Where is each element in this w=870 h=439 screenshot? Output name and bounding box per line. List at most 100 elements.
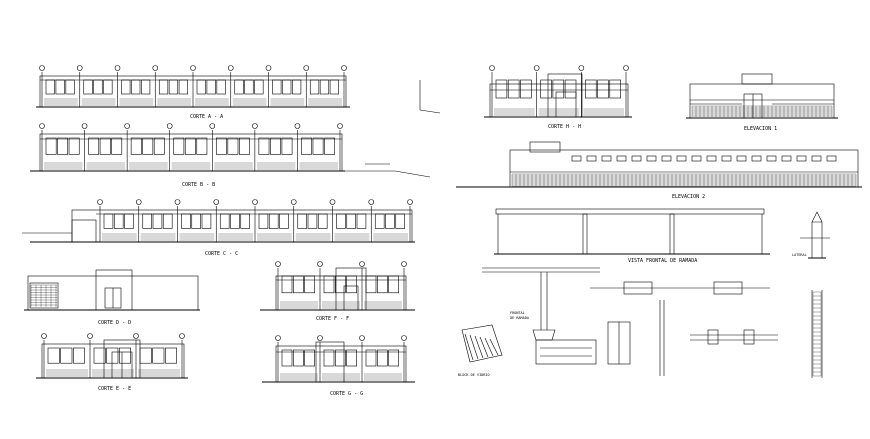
drawing-line: [93, 79, 103, 95]
drawing-line: [258, 213, 269, 229]
drawing-line: [585, 79, 597, 99]
drawing-line: [265, 65, 272, 71]
drawing-line: [81, 123, 88, 129]
drawing-line: [294, 123, 301, 129]
drawing-line: [216, 79, 226, 95]
drawing-line: [811, 155, 822, 162]
drawing-line: [479, 336, 489, 358]
drawing-line: [239, 137, 250, 155]
drawing-line: [68, 137, 80, 155]
section-c-c: [30, 199, 415, 243]
drawing-line: [196, 79, 206, 95]
drawing-line: [130, 137, 142, 155]
drawing-line: [227, 65, 234, 71]
drawing-line: [359, 261, 365, 267]
label-vista-frontal: VISTA FRONTAL DE RAMADA: [628, 258, 697, 264]
drawing-line: [309, 79, 320, 95]
drawing-line: [152, 347, 165, 364]
section-e-e: [36, 333, 188, 379]
elevation-1: [686, 73, 838, 119]
drawing-line: [152, 65, 159, 71]
drawing-line: [601, 155, 612, 162]
drawing-line: [676, 155, 687, 162]
glass-block-detail: [461, 324, 503, 363]
drawing-line: [335, 275, 346, 294]
drawing-line: [631, 155, 642, 162]
drawing-line: [407, 199, 413, 205]
drawing-line: [139, 347, 152, 364]
drawing-line: [293, 349, 304, 367]
drawing-line: [227, 137, 239, 155]
drawing-line: [365, 349, 377, 367]
drawing-line: [135, 199, 142, 205]
drawing-line: [174, 199, 181, 205]
drawing-line: [166, 123, 173, 129]
drawing-line: [329, 79, 339, 95]
drawing-line: [153, 137, 165, 155]
drawing-line: [597, 79, 609, 99]
drawing-line: [83, 79, 93, 95]
drawing-line: [215, 137, 227, 155]
drawing-line: [158, 79, 169, 95]
drawing-line: [234, 79, 244, 95]
drawing-line: [270, 137, 281, 155]
drawing-line: [87, 333, 93, 339]
drawing-line: [377, 349, 388, 367]
drawing-line: [121, 79, 131, 95]
label-elevacion-1: ELEVACION 1: [744, 126, 777, 132]
drawing-line: [55, 79, 65, 95]
drawing-line: [142, 137, 154, 155]
drawing-line: [106, 347, 119, 364]
drawing-line: [39, 123, 45, 129]
section-f-f: [260, 261, 415, 311]
drawing-line: [97, 199, 103, 205]
drawing-line: [307, 213, 318, 229]
drawing-line: [209, 123, 216, 129]
lateral-view: [800, 211, 830, 259]
drawing-line: [293, 275, 304, 294]
drawing-line: [751, 155, 762, 162]
drawing-line: [119, 347, 131, 364]
drawing-line: [317, 213, 328, 229]
drawing-line: [495, 79, 508, 99]
drawing-line: [258, 137, 270, 155]
drawing-line: [489, 338, 499, 356]
drawing-line: [178, 79, 188, 95]
drawing-line: [39, 65, 45, 71]
drawing-line: [356, 213, 367, 229]
drawing-line: [346, 213, 356, 229]
drawing-line: [47, 347, 60, 364]
drawing-line: [474, 335, 484, 359]
drawing-line: [706, 155, 717, 162]
drawing-line: [240, 213, 250, 229]
drawing-line: [564, 79, 577, 99]
drawing-line: [141, 79, 151, 95]
drawing-line: [520, 79, 532, 99]
drawing-line: [388, 349, 399, 367]
drawing-line: [464, 333, 474, 361]
drawing-line: [152, 213, 163, 229]
drawing-line: [336, 213, 346, 229]
drawing-line: [181, 213, 191, 229]
label-corte-e-e: CORTE E - E: [98, 386, 131, 392]
drawing-line: [826, 155, 837, 162]
label-corte-f-f: CORTE F - F: [316, 316, 349, 322]
drawing-line: [395, 213, 405, 229]
section-h-h: [484, 65, 632, 118]
drawing-line: [346, 349, 357, 367]
drawing-line: [312, 137, 324, 155]
drawing-line: [303, 65, 310, 71]
drawing-line: [507, 79, 520, 99]
drawing-line: [365, 275, 377, 294]
drawing-line: [781, 155, 792, 162]
drawing-line: [173, 137, 185, 155]
label-elevacion-2: ELEVACION 2: [672, 194, 705, 200]
drawing-line: [252, 199, 258, 205]
drawing-line: [201, 213, 212, 229]
label-block-vidrio: BLOCK DE VIDRIO: [458, 373, 490, 377]
drawing-line: [281, 275, 293, 294]
elevation-2: [456, 141, 862, 188]
drawing-line: [377, 275, 388, 294]
drawing-line: [385, 213, 395, 229]
drawing-line: [279, 213, 289, 229]
